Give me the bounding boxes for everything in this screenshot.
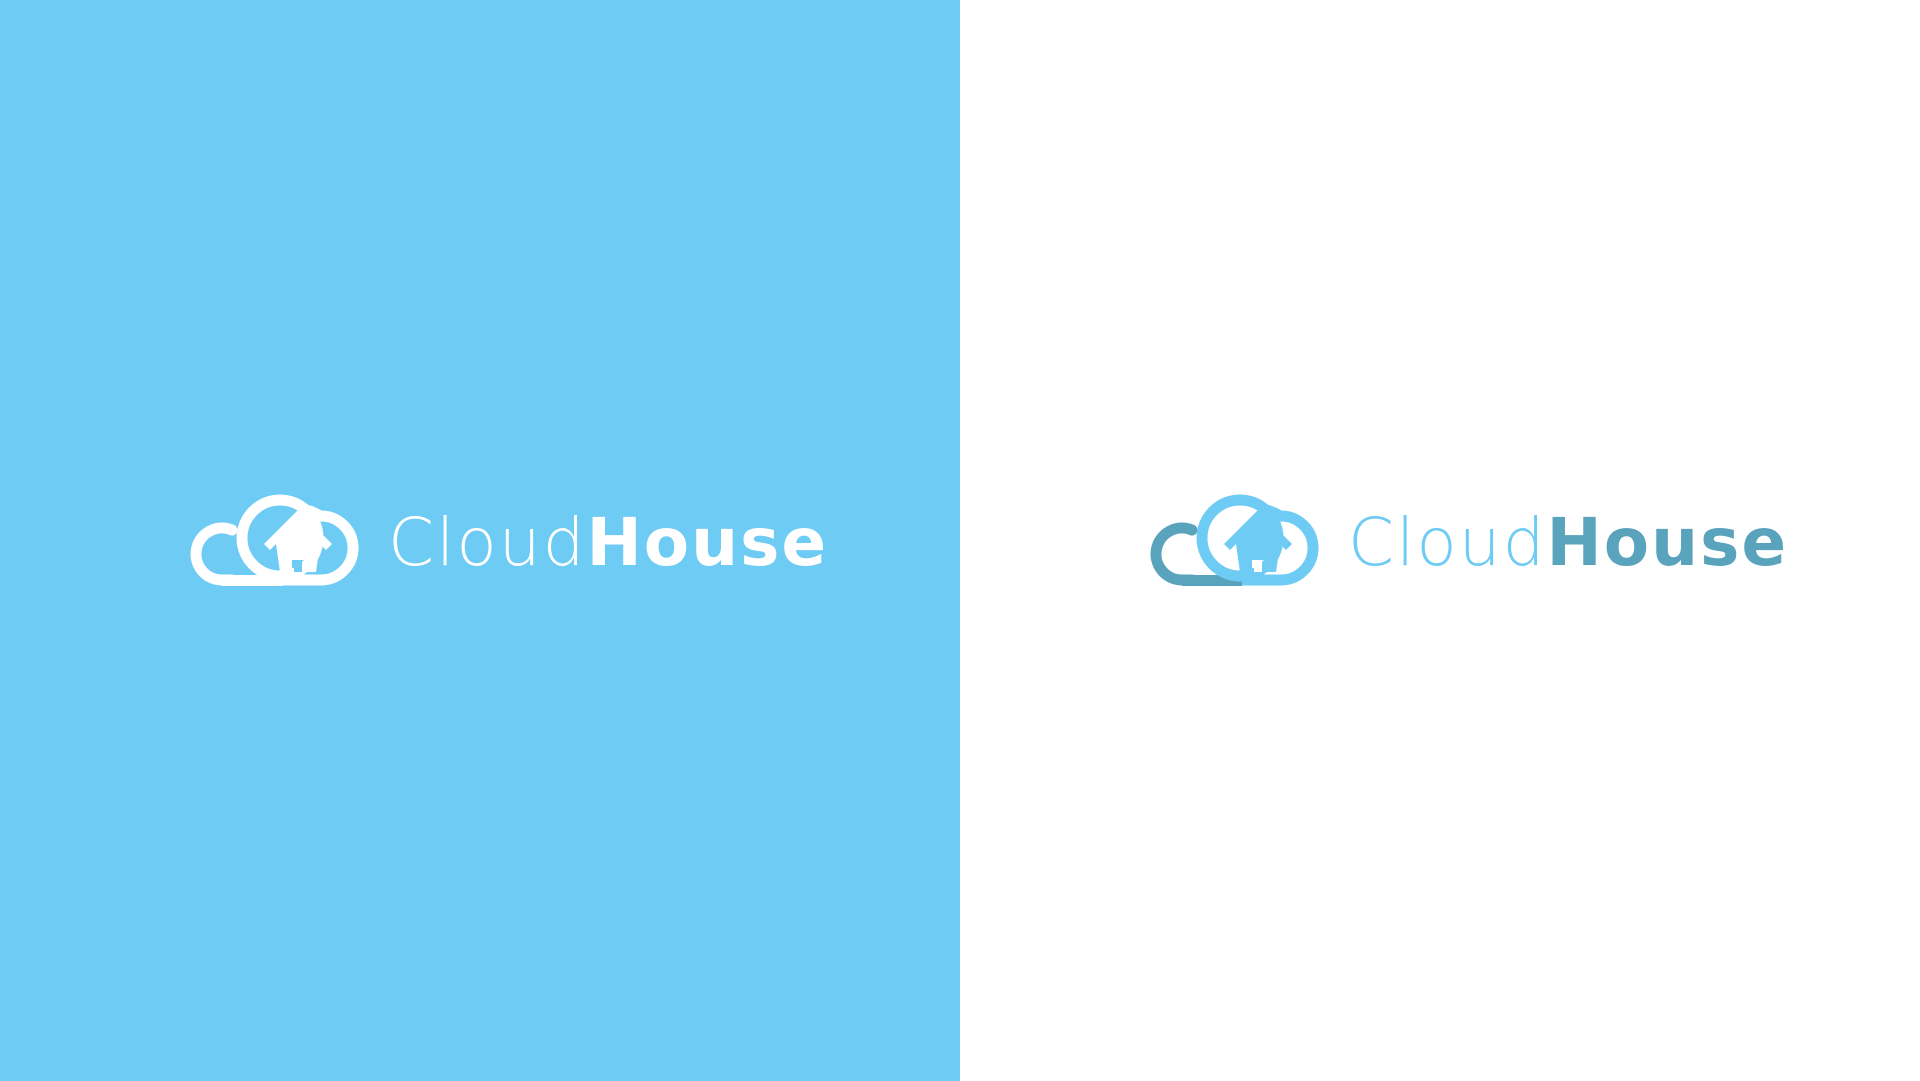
brand-name: CloudHouse xyxy=(388,510,828,576)
brand-name: CloudHouse xyxy=(1348,510,1788,576)
cloud-house-icon xyxy=(190,494,359,586)
logo-lockup: CloudHouse xyxy=(188,480,828,600)
blue-background-panel: CloudHouse xyxy=(0,0,960,1081)
white-background-panel: CloudHouse xyxy=(960,0,1920,1081)
brand-name-bold: House xyxy=(586,504,829,581)
brand-name-light: Cloud xyxy=(388,504,587,581)
logo-lockup: CloudHouse xyxy=(1148,480,1788,600)
brand-name-light: Cloud xyxy=(1348,504,1547,581)
cloud-house-icon xyxy=(1150,494,1319,586)
brand-name-bold: House xyxy=(1546,504,1789,581)
